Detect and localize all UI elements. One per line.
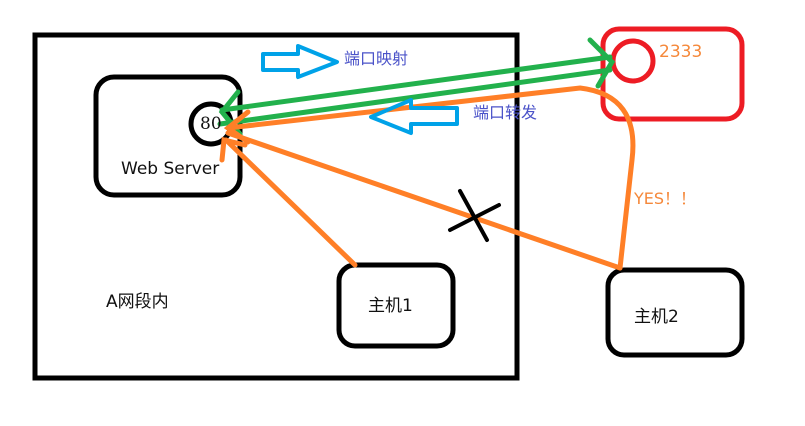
forward-arrowhead bbox=[223, 109, 251, 145]
mapping-line-lower bbox=[217, 67, 613, 127]
port-mapping-link bbox=[217, 37, 616, 137]
port-forwarding-link bbox=[219, 85, 636, 271]
host2-label: 主机2 bbox=[634, 307, 679, 327]
web-server-label: Web Server bbox=[121, 159, 220, 179]
mapping-arrowhead-right bbox=[587, 37, 616, 89]
host2-direct-line bbox=[225, 130, 623, 271]
host1-box bbox=[336, 262, 456, 349]
network-a-label: A网段内 bbox=[106, 292, 169, 312]
yes-annotation: YES！！ bbox=[634, 189, 697, 208]
remote-port-label: 2333 bbox=[659, 42, 703, 62]
port-80-label: 80 bbox=[200, 114, 222, 134]
mapping-line-upper bbox=[219, 54, 613, 113]
port-forwarding-label: 端口转发 bbox=[473, 103, 538, 122]
host1-label: 主机1 bbox=[368, 296, 413, 316]
forwarding-curve bbox=[225, 85, 636, 271]
forwarding-arrow-left-icon bbox=[369, 98, 459, 135]
mapping-arrow-right-icon bbox=[261, 44, 339, 79]
blocked-x-icon bbox=[448, 189, 501, 242]
host1-line bbox=[223, 137, 358, 268]
remote-port-circle bbox=[610, 38, 656, 84]
host1-arrowhead bbox=[219, 136, 248, 163]
network-a-boundary bbox=[32, 32, 520, 381]
port-mapping-label: 端口映射 bbox=[344, 49, 409, 68]
host2-box bbox=[605, 267, 745, 358]
